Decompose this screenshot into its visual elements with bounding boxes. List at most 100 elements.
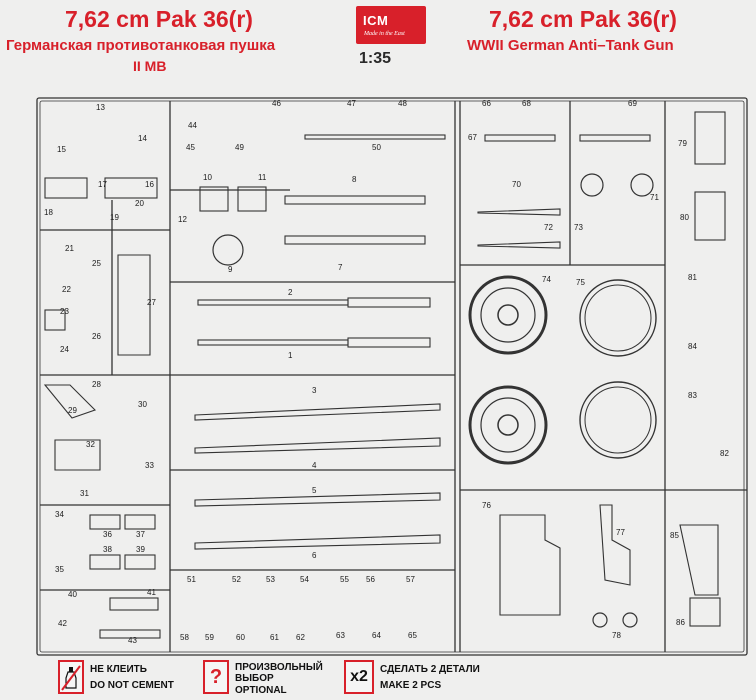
part-label-17: 17 <box>98 180 107 189</box>
part-74-wheel-b-hub <box>497 414 519 436</box>
part-label-29: 29 <box>68 406 77 415</box>
part-label-15: 15 <box>57 145 66 154</box>
part-label-34: 34 <box>55 510 64 519</box>
part-label-62: 62 <box>296 633 305 642</box>
part-label-30: 30 <box>138 400 147 409</box>
question-mark-icon: ? <box>203 660 229 694</box>
part-label-66: 66 <box>482 99 491 108</box>
sprue-diagram: 2 1 3 4 5 6 7 8 9 10 11 12 13 14 15 16 1… <box>36 97 748 656</box>
part-80 <box>694 191 726 241</box>
part-7 <box>284 235 426 245</box>
legend-do-not-cement: НЕ КЛЕИТЬ DO NOT CEMENT <box>58 660 198 698</box>
part-label-44: 44 <box>188 121 197 130</box>
part-8 <box>284 195 426 205</box>
part-label-47: 47 <box>347 99 356 108</box>
part-label-73: 73 <box>574 223 583 232</box>
scale-label: 1:35 <box>359 50 392 67</box>
part-trail-4 <box>194 437 441 454</box>
part-label-26: 26 <box>92 332 101 341</box>
part-27 <box>117 254 151 356</box>
part-37 <box>124 514 156 530</box>
part-label-10: 10 <box>203 173 212 182</box>
part-32 <box>54 439 101 471</box>
part-label-9: 9 <box>228 265 233 274</box>
part-label-80: 80 <box>680 213 689 222</box>
multiply-two-icon: x2 <box>344 660 374 694</box>
part-50 <box>304 134 446 140</box>
part-label-16: 16 <box>145 180 154 189</box>
part-label-68: 68 <box>522 99 531 108</box>
part-label-54: 54 <box>300 575 309 584</box>
part-label-58: 58 <box>180 633 189 642</box>
part-trail-5 <box>194 492 441 507</box>
part-label-69: 69 <box>628 99 637 108</box>
part-label-70: 70 <box>512 180 521 189</box>
part-label-75: 75 <box>576 278 585 287</box>
part-76 <box>499 514 561 616</box>
part-67b <box>579 134 651 142</box>
part-label-50: 50 <box>372 143 381 152</box>
title-english: 7,62 cm Pak 36(r) <box>489 6 677 32</box>
version-russian: II MB <box>133 58 167 74</box>
part-label-42: 42 <box>58 619 67 628</box>
title-russian: 7,62 cm Pak 36(r) <box>65 6 253 32</box>
part-label-31: 31 <box>80 489 89 498</box>
part-label-38: 38 <box>103 545 112 554</box>
legend-make2-en: MAKE 2 PCS <box>380 680 442 691</box>
brand-logo-text: ICM <box>363 13 389 28</box>
part-label-85: 85 <box>670 531 679 540</box>
part-label-13: 13 <box>96 103 105 112</box>
part-label-83: 83 <box>688 391 697 400</box>
part-label-1: 1 <box>288 351 293 360</box>
part-label-81: 81 <box>688 273 697 282</box>
part-11 <box>237 186 267 212</box>
part-label-3: 3 <box>312 386 317 395</box>
sprue-frame <box>36 97 748 656</box>
part-label-40: 40 <box>68 590 77 599</box>
part-label-27: 27 <box>147 298 156 307</box>
part-number-labels: 2 1 3 4 5 6 7 8 9 10 11 12 13 14 15 16 1… <box>44 99 729 645</box>
part-85 <box>679 524 719 596</box>
legend-no-cement-ru: НЕ КЛЕИТЬ <box>90 664 147 675</box>
legend-no-cement-en: DO NOT CEMENT <box>90 680 174 691</box>
part-label-2: 2 <box>288 288 293 297</box>
part-9 <box>212 234 244 266</box>
part-23 <box>44 309 66 331</box>
part-label-86: 86 <box>676 618 685 627</box>
part-16 <box>104 177 158 199</box>
brand-logo: ICM Made in the East <box>356 6 426 44</box>
part-77 <box>599 504 631 586</box>
part-label-43: 43 <box>128 636 137 645</box>
part-38 <box>89 554 121 570</box>
legend-make2-ru: СДЕЛАТЬ 2 ДЕТАЛИ <box>380 664 480 675</box>
part-78a <box>592 612 608 628</box>
part-label-65: 65 <box>408 631 417 640</box>
part-label-12: 12 <box>178 215 187 224</box>
part-label-8: 8 <box>352 175 357 184</box>
part-label-19: 19 <box>110 213 119 222</box>
part-label-49: 49 <box>235 143 244 152</box>
legend-optional-ru-1: ПРОИЗВОЛЬНЫЙ <box>235 662 323 673</box>
part-label-18: 18 <box>44 208 53 217</box>
part-label-11: 11 <box>258 173 267 182</box>
part-trail-6 <box>194 534 441 550</box>
part-label-79: 79 <box>678 139 687 148</box>
long-parts <box>194 134 651 550</box>
part-label-23: 23 <box>60 307 69 316</box>
part-label-22: 22 <box>62 285 71 294</box>
brand-logo-tagline: Made in the East <box>364 31 405 37</box>
part-28-29 <box>43 384 97 419</box>
part-71a <box>580 173 604 197</box>
plates <box>43 111 726 639</box>
part-label-52: 52 <box>232 575 241 584</box>
part-75-tire-a <box>579 279 657 357</box>
part-41 <box>109 597 159 611</box>
part-label-41: 41 <box>147 588 156 597</box>
part-label-78: 78 <box>612 631 621 640</box>
part-label-55: 55 <box>340 575 349 584</box>
part-36 <box>89 514 121 530</box>
legend-optional-ru-2: ВЫБОР <box>235 673 274 684</box>
part-label-20: 20 <box>135 199 144 208</box>
part-71b <box>630 173 654 197</box>
part-barrel-2 <box>197 299 349 306</box>
